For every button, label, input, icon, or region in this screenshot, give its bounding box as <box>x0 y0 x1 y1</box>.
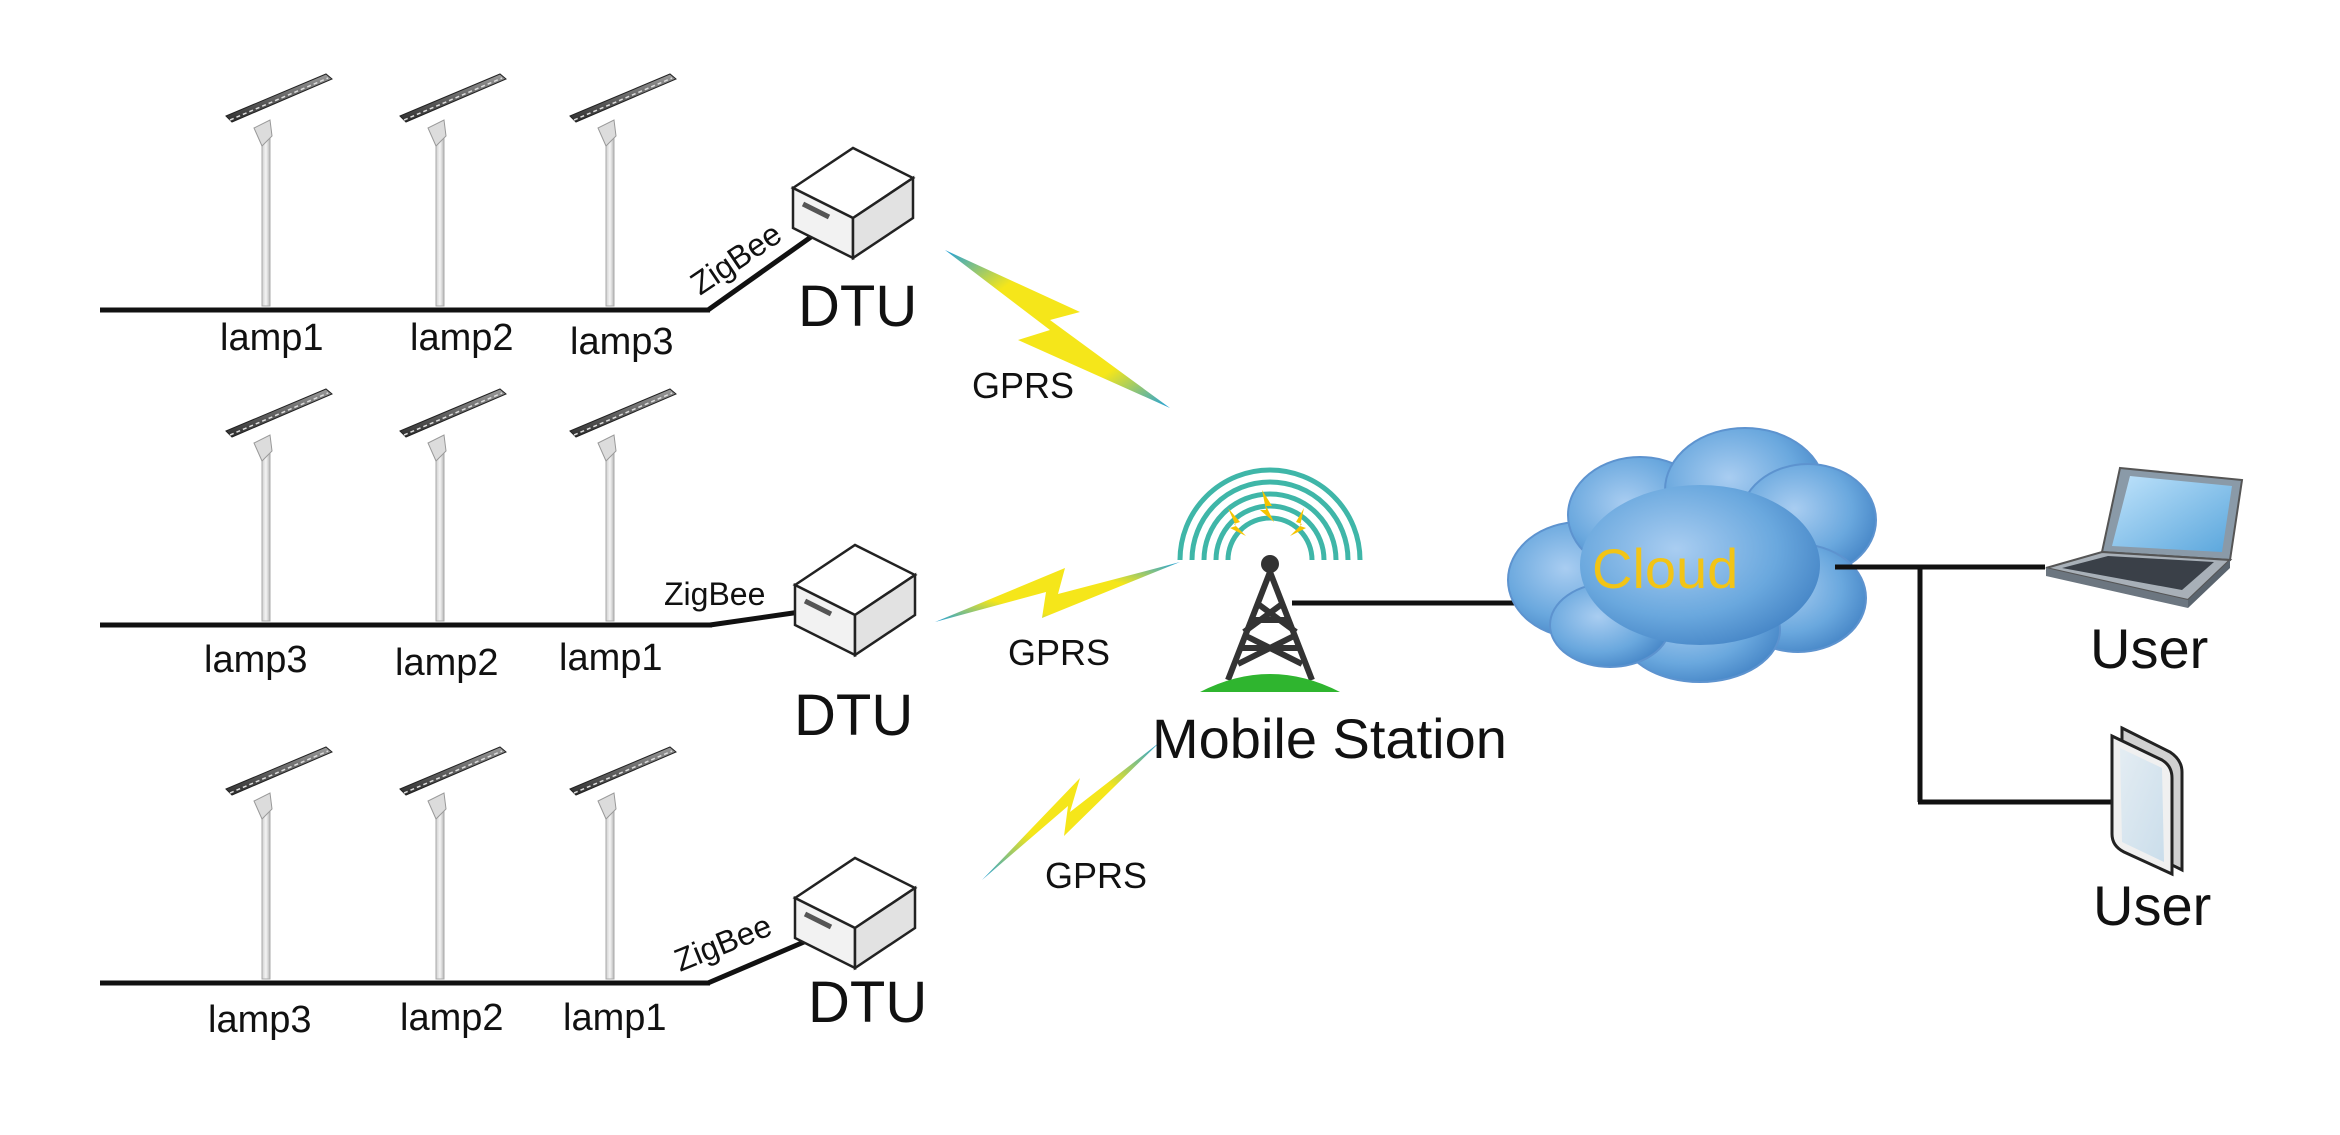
user-label: User <box>2090 617 2208 680</box>
lamp-label: lamp2 <box>400 997 504 1039</box>
gprs-label: GPRS <box>1045 855 1147 896</box>
street-lamp-icon <box>225 746 333 980</box>
zigbee-link <box>706 229 820 313</box>
lamp-label: lamp2 <box>395 642 499 684</box>
cloud-icon <box>1507 427 1877 683</box>
dtu-label: DTU <box>808 970 927 1035</box>
lamp-row-3: lamp3 lamp2 lamp1 ZigBee DTU <box>100 746 927 1041</box>
zigbee-link <box>709 609 801 628</box>
laptop-icon: User <box>2045 466 2244 680</box>
lamp-row-1: lamp1 lamp2 lamp3 ZigBee DTU <box>100 73 917 363</box>
street-lamp-icon <box>399 746 507 980</box>
zigbee-link <box>707 933 819 986</box>
street-lamp-icon <box>225 388 333 622</box>
cloud-label: Cloud <box>1592 537 1738 600</box>
street-lamp-icon <box>225 73 333 307</box>
antenna-tip <box>1261 555 1279 573</box>
lamp-label: lamp2 <box>410 317 514 359</box>
tablet-icon: User <box>2093 725 2211 937</box>
street-lamp-icon <box>569 746 677 980</box>
zigbee-label: ZigBee <box>669 907 776 978</box>
spark-icon <box>1228 490 1306 536</box>
dtu-box-icon <box>795 858 915 968</box>
dtu-label: DTU <box>798 274 917 339</box>
gprs-label: GPRS <box>972 365 1074 406</box>
gprs-link-2: GPRS <box>935 562 1180 673</box>
gprs-link-1: GPRS <box>945 250 1170 408</box>
tower-icon <box>1225 570 1315 682</box>
lamp-label: lamp3 <box>570 321 674 363</box>
user-label: User <box>2093 874 2211 937</box>
lamp-label: lamp1 <box>559 637 663 679</box>
dtu-box-icon <box>795 545 915 655</box>
street-lamp-icon <box>569 73 677 307</box>
lamp-label: lamp3 <box>208 999 312 1041</box>
lamp-row-2: lamp3 lamp2 lamp1 ZigBee DTU <box>100 388 915 748</box>
zigbee-label: ZigBee <box>664 576 765 612</box>
lamp-label: lamp3 <box>204 639 308 681</box>
gprs-label: GPRS <box>1008 632 1110 673</box>
lamp-label: lamp1 <box>563 997 667 1039</box>
ground-icon <box>1200 674 1340 692</box>
gprs-link-3: GPRS <box>982 742 1160 896</box>
dtu-box-icon <box>793 148 913 258</box>
lightning-icon <box>935 562 1180 622</box>
street-lamp-icon <box>399 388 507 622</box>
street-lamp-icon <box>399 73 507 307</box>
street-lamp-icon <box>569 388 677 622</box>
lightning-icon <box>945 250 1170 408</box>
dtu-label: DTU <box>794 683 913 748</box>
user-links <box>1835 564 2120 805</box>
mobile-station: Mobile Station <box>1152 467 1507 770</box>
mobile-station-label: Mobile Station <box>1152 707 1507 770</box>
cloud: Cloud <box>1507 427 1877 683</box>
lamp-label: lamp1 <box>220 317 324 359</box>
